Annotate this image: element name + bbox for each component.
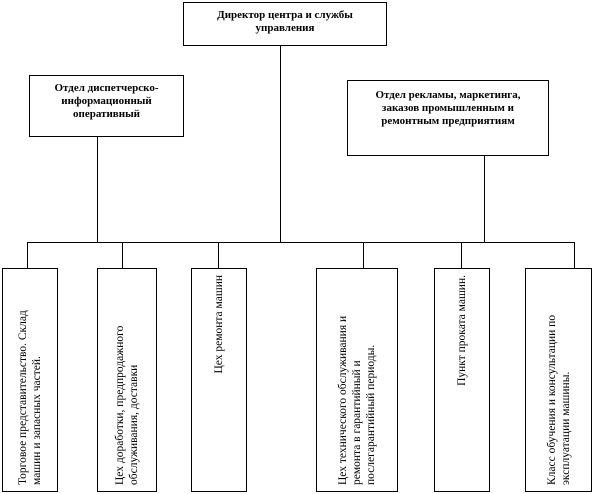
unit-maintenance-label: Цех технического обслуживания и ремонта … [337, 315, 377, 485]
unit-rental-box: Пункт проката машин. [434, 268, 490, 492]
unit-presale-box: Цех доработки, предпродажного обслуживан… [97, 268, 157, 492]
unit-repair-label: Цех ремонта машин [213, 275, 225, 374]
director-box: Директор центра и службы управления [183, 2, 387, 46]
unit-trade-office-label: Торговое представительство. Склад машин … [17, 310, 43, 485]
department-ads-box: Отдел рекламы, маркетинга, заказов промы… [347, 80, 549, 156]
unit-presale-label: Цех доработки, предпродажного обслуживан… [114, 325, 140, 485]
unit-training-box: Класс обучения и консультации по эксплуа… [525, 268, 592, 492]
unit-trade-office-box: Торговое представительство. Склад машин … [2, 268, 58, 492]
department-dispatch-label: Отдел диспетчерско-информационный операт… [54, 82, 159, 120]
director-label: Директор центра и службы управления [217, 9, 353, 34]
unit-training-label: Класс обучения и консультации по эксплуа… [545, 314, 572, 485]
unit-repair-box: Цех ремонта машин [191, 268, 247, 492]
department-ads-label: Отдел рекламы, маркетинга, заказов промы… [375, 89, 521, 127]
unit-maintenance-box: Цех технического обслуживания и ремонта … [316, 268, 398, 492]
unit-rental-label: Пункт проката машин. [456, 275, 468, 386]
department-dispatch-box: Отдел диспетчерско-информационный операт… [29, 75, 184, 137]
